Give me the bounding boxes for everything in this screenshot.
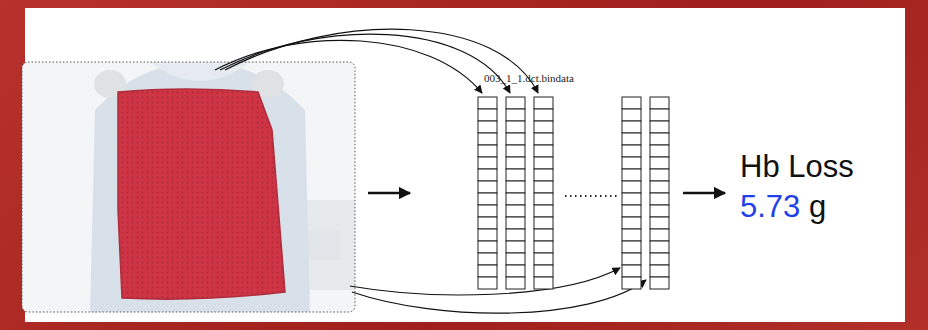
vector-cell	[478, 97, 497, 109]
vector-cell	[478, 145, 497, 157]
vector-cell	[534, 193, 553, 205]
vector-cell	[650, 265, 669, 277]
vector-cell	[622, 193, 641, 205]
vector-cell	[650, 181, 669, 193]
vector-cell	[622, 265, 641, 277]
vector-cell	[650, 253, 669, 265]
vector-cell	[650, 277, 669, 289]
vector-cell	[478, 229, 497, 241]
vector-cell	[478, 121, 497, 133]
vector-cell	[506, 169, 525, 181]
vector-cell	[506, 121, 525, 133]
curved-arrow	[352, 280, 646, 313]
vector-cell	[478, 265, 497, 277]
vector-cell	[534, 97, 553, 109]
vector-cell	[506, 277, 525, 289]
vector-cell	[478, 193, 497, 205]
photo	[22, 62, 355, 312]
vector-cell	[650, 217, 669, 229]
vector-cell	[506, 109, 525, 121]
vector-cell	[650, 145, 669, 157]
vector-cell	[534, 133, 553, 145]
vector-cell	[534, 145, 553, 157]
vector-cell	[622, 229, 641, 241]
photo-frame	[22, 62, 355, 312]
vector-cell	[622, 97, 641, 109]
vector-cell	[506, 217, 525, 229]
curved-arrow	[220, 34, 510, 93]
process-arrow	[683, 192, 725, 195]
vector-cell	[506, 253, 525, 265]
vector-cell	[506, 181, 525, 193]
vector-cell	[506, 157, 525, 169]
vector-cell	[650, 229, 669, 241]
vector-cell	[478, 181, 497, 193]
vector-cell	[650, 241, 669, 253]
file-name: 003_1_1.dct.bindata	[484, 72, 574, 84]
vector-cell	[534, 181, 553, 193]
vector-cell	[534, 157, 553, 169]
output-title: Hb Loss	[740, 150, 854, 184]
vector-cell	[622, 241, 641, 253]
vector-cell	[534, 265, 553, 277]
vector-cell	[622, 253, 641, 265]
vector-cell	[478, 205, 497, 217]
vector-cell	[478, 109, 497, 121]
vector-column	[478, 97, 497, 289]
vector-cell	[650, 121, 669, 133]
vector-cell	[650, 169, 669, 181]
vector-cell	[506, 97, 525, 109]
vector-cell	[650, 193, 669, 205]
vector-column	[650, 97, 669, 289]
vector-cell	[506, 229, 525, 241]
vector-cell	[478, 253, 497, 265]
vector-cell	[650, 205, 669, 217]
vector-cell	[478, 157, 497, 169]
vector-cell	[478, 217, 497, 229]
vector-column	[622, 97, 641, 289]
ellipsis-dots	[565, 195, 618, 197]
vector-cell	[622, 277, 641, 289]
vector-cell	[534, 205, 553, 217]
vector-cell	[622, 157, 641, 169]
vector-cell	[478, 241, 497, 253]
vector-cell	[650, 157, 669, 169]
curved-arrow	[215, 40, 482, 93]
vector-cell	[506, 145, 525, 157]
vector-cell	[650, 133, 669, 145]
vector-cell	[622, 133, 641, 145]
vector-cell	[506, 133, 525, 145]
vector-cell	[478, 133, 497, 145]
vector-cell	[622, 181, 641, 193]
process-arrow	[368, 192, 410, 195]
vector-cell	[650, 109, 669, 121]
vector-cell	[534, 109, 553, 121]
vector-cell	[506, 265, 525, 277]
output-value: 5.73	[740, 190, 800, 224]
vector-cell	[622, 205, 641, 217]
vector-cell	[622, 169, 641, 181]
vector-cell	[478, 277, 497, 289]
vector-column	[506, 97, 525, 289]
vector-cell	[534, 169, 553, 181]
vector-cell	[506, 193, 525, 205]
feature-vectors	[478, 97, 669, 289]
vector-cell	[622, 145, 641, 157]
vector-cell	[506, 205, 525, 217]
output-unit: g	[809, 190, 826, 224]
vector-cell	[534, 121, 553, 133]
vector-cell	[534, 217, 553, 229]
vector-cell	[622, 121, 641, 133]
vector-cell	[622, 109, 641, 121]
vector-cell	[534, 229, 553, 241]
vector-cell	[650, 97, 669, 109]
vector-cell	[506, 241, 525, 253]
vector-cell	[622, 217, 641, 229]
vector-column	[534, 97, 553, 289]
vector-cell	[478, 169, 497, 181]
vector-cell	[534, 241, 553, 253]
vector-cell	[534, 253, 553, 265]
vector-cell	[534, 277, 553, 289]
